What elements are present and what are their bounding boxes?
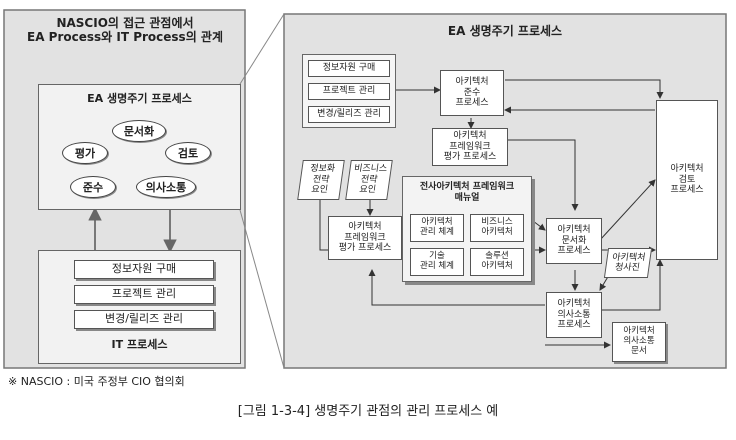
comm-doc-box: 아키텍처 의사소통 문서 bbox=[612, 322, 666, 362]
footnote: ※ NASCIO : 미국 주정부 CIO 협의회 bbox=[8, 375, 185, 388]
comm-process-box: 아키텍처 의사소통 프로세스 bbox=[546, 292, 602, 338]
doc-process-box: 아키텍처 문서화 프로세스 bbox=[546, 218, 602, 264]
right-it-change: 변경/릴리즈 관리 bbox=[308, 106, 390, 123]
cycle-node-communication: 의사소통 bbox=[136, 176, 196, 198]
blueprint-box: 아키텍처 청사진 bbox=[603, 248, 653, 278]
manual-cell-biz: 비즈니스 아키텍처 bbox=[470, 214, 524, 242]
review-process-box: 아키텍처 검토 프로세스 bbox=[656, 100, 718, 260]
it-item-change: 변경/릴리즈 관리 bbox=[74, 310, 214, 329]
right-it-purchase: 정보자원 구매 bbox=[308, 60, 390, 77]
manual-cell-mgmt: 아키텍처 관리 체계 bbox=[410, 214, 464, 242]
it-item-purchase: 정보자원 구매 bbox=[74, 260, 214, 279]
manual-cell-solution: 솔루션 아키텍처 bbox=[470, 248, 524, 276]
cycle-node-review: 검토 bbox=[165, 142, 211, 164]
cycle-node-documentation: 문서화 bbox=[112, 120, 166, 142]
ea-lifecycle-title: EA 생명주기 프로세스 bbox=[87, 92, 192, 105]
right-title: EA 생명주기 프로세스 bbox=[447, 24, 563, 38]
framework-manual-title: 전사아키텍처 프레임워크 매뉴얼 bbox=[419, 182, 515, 203]
cycle-node-compliance: 준수 bbox=[70, 176, 116, 198]
framework-eval-left-box: 아키텍처 프레임워크 평가 프로세스 bbox=[328, 216, 402, 260]
framework-eval-top-box: 아키텍처 프레임워크 평가 프로세스 bbox=[432, 128, 508, 166]
left-title: NASCIO의 접근 관점에서 EA Process와 IT Process의 … bbox=[27, 16, 223, 45]
manual-cell-tech: 기술 관리 체계 bbox=[410, 248, 464, 276]
biz-strategy-factor: 비즈니스 전략 요인 bbox=[345, 160, 393, 200]
compliance-process-box: 아키텍처 준수 프로세스 bbox=[440, 70, 504, 116]
right-it-project: 프로젝트 관리 bbox=[308, 83, 390, 100]
info-strategy-factor: 정보화 전략 요인 bbox=[297, 160, 345, 200]
cycle-node-evaluation: 평가 bbox=[62, 142, 108, 164]
it-process-title: IT 프로세스 bbox=[111, 338, 168, 351]
figure-caption: [그림 1-3-4] 생명주기 관점의 관리 프로세스 예 bbox=[237, 404, 499, 419]
it-item-project: 프로젝트 관리 bbox=[74, 285, 214, 304]
